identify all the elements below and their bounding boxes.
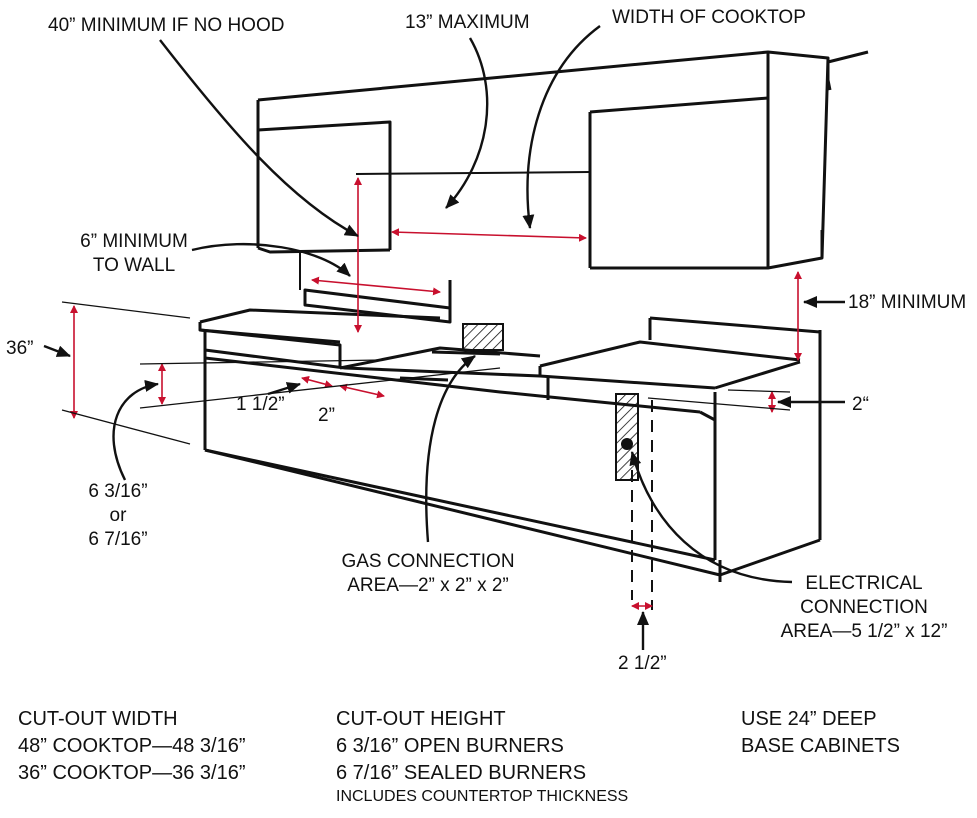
base-cabinet (204, 330, 822, 582)
footer-col1-line2: 48” COOKTOP—48 3/16” (18, 735, 246, 757)
label-cutout-height-options: 6 3/16” or 6 7/16” (72, 480, 164, 552)
gas-connection-area (462, 323, 504, 351)
dimension-lines (70, 177, 802, 610)
footer-cutout-width: CUT-OUT WIDTH 48” COOKTOP—48 3/16” 36” C… (18, 706, 246, 787)
label-6-7-16: 6 7/16” (88, 529, 148, 550)
label-6-minimum-line1: 6” MINIMUM (80, 231, 188, 252)
label-or: or (109, 505, 127, 526)
label-6-minimum-line2: TO WALL (92, 255, 176, 276)
label-elec-line3: AREA—5 1/2” x 12” (780, 621, 948, 642)
label-6-3-16: 6 3/16” (88, 481, 148, 502)
footer-col2-line3: 6 7/16” SEALED BURNERS (336, 762, 587, 784)
leader-lines (43, 25, 845, 650)
label-width-of-cooktop: WIDTH OF COOKTOP (612, 7, 806, 28)
label-36: 36” (6, 338, 34, 359)
footer-col2-line1: CUT-OUT HEIGHT (336, 708, 506, 730)
label-gas-line1: GAS CONNECTION (341, 551, 515, 572)
label-2-right: 2“ (852, 394, 869, 415)
footer-col2-line2: 6 3/16” OPEN BURNERS (336, 735, 564, 757)
label-1-1-2: 1 1/2” (236, 394, 285, 415)
label-13-maximum: 13” MAXIMUM (405, 12, 530, 33)
left-countertop (198, 280, 452, 450)
label-6-minimum-to-wall: 6” MINIMUM TO WALL (72, 230, 196, 278)
label-electrical-connection: ELECTRICAL CONNECTION AREA—5 1/2” x 12” (766, 572, 962, 644)
label-gas-line2: AREA—2” x 2” x 2” (347, 575, 509, 596)
label-gas-connection: GAS CONNECTION AREA—2” x 2” x 2” (324, 550, 532, 598)
electrical-connection-area (615, 393, 653, 610)
wall-lines (299, 171, 591, 290)
footer-col1-line3: 36” COOKTOP—36 3/16” (18, 762, 246, 784)
footer-col1-line1: CUT-OUT WIDTH (18, 708, 178, 730)
footer-cutout-height: CUT-OUT HEIGHT 6 3/16” OPEN BURNERS 6 7/… (336, 706, 628, 807)
footer-col3-line2: BASE CABINETS (741, 735, 900, 757)
extension-lines (61, 301, 791, 445)
wall-cabinets (256, 50, 869, 270)
footer-base-cabinets: USE 24” DEEP BASE CABINETS (741, 706, 900, 760)
label-elec-line1: ELECTRICAL (805, 573, 923, 594)
label-40-minimum-if-no-hood: 40” MINIMUM IF NO HOOD (48, 15, 285, 36)
label-18-minimum: 18” MINIMUM (848, 292, 967, 313)
label-2-1-2: 2 1/2” (618, 653, 667, 674)
footer-col2-note: INCLUDES COUNTERTOP THICKNESS (336, 788, 629, 805)
label-2-front: 2” (318, 405, 335, 426)
label-elec-line2: CONNECTION (800, 597, 928, 618)
right-countertop (538, 316, 822, 420)
footer-col3-line1: USE 24” DEEP (741, 708, 877, 730)
